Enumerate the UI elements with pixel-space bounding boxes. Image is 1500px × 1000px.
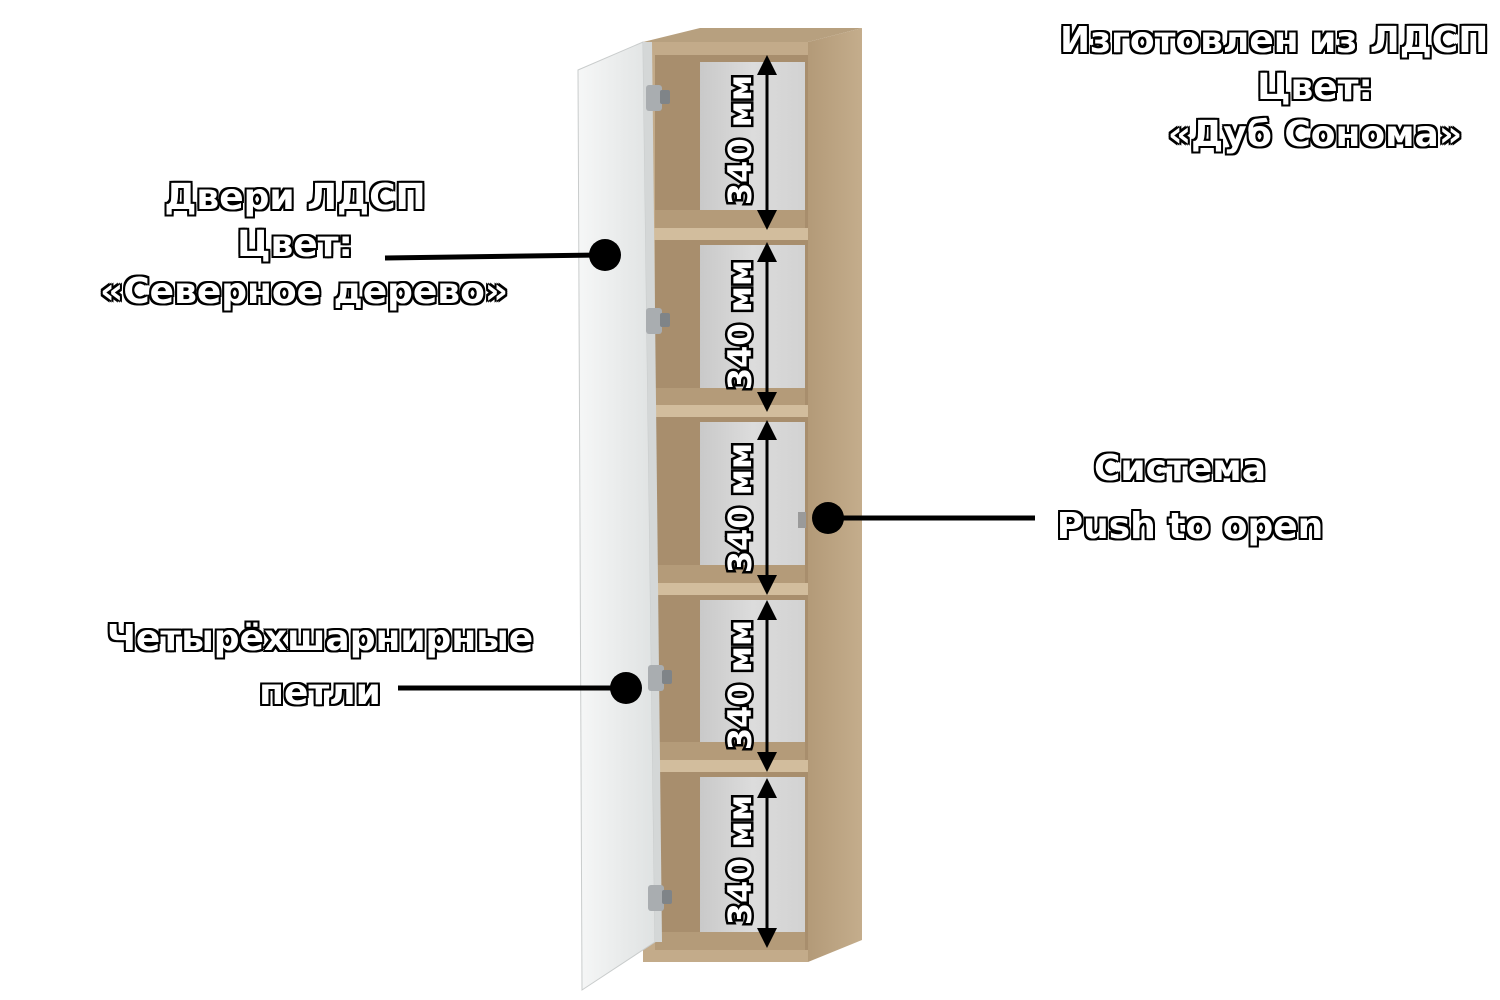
hinge-icon xyxy=(648,665,672,691)
cabinet-top xyxy=(643,28,862,42)
material-note: Изготовлен из ЛДСП Цвет: «Дуб Сонома» xyxy=(1060,18,1489,158)
doors-note: Двери ЛДСП Цвет: «Северное дерево» xyxy=(100,175,509,315)
material-note-line: Изготовлен из ЛДСП xyxy=(1060,20,1489,61)
hinges-note-line: Четырёхшарнирные xyxy=(106,618,534,659)
open-door xyxy=(577,41,656,991)
doors-note-line: «Северное дерево» xyxy=(100,270,509,312)
shelf-edge xyxy=(643,405,808,417)
shelf-height-label: 340 мм xyxy=(721,795,759,925)
shelf-height-label: 340 мм xyxy=(721,443,759,573)
push-to-open-note: Система Push to open xyxy=(1040,440,1340,555)
hinges-note-line: петли xyxy=(259,672,381,713)
arrow-down-icon xyxy=(757,575,777,595)
shelf-height-label: 340 мм xyxy=(721,75,759,205)
arrow-up-icon xyxy=(757,778,777,798)
hinge-icon xyxy=(646,308,670,334)
shelf-edge xyxy=(643,228,808,240)
arrow-down-icon xyxy=(757,752,777,772)
arrow-down-icon xyxy=(757,210,777,230)
material-note-line: «Дуб Сонома» xyxy=(1167,113,1463,155)
door-edge xyxy=(643,42,662,942)
material-note-line: Цвет: xyxy=(1257,66,1373,108)
shelf-edge xyxy=(643,583,808,595)
arrow-down-icon xyxy=(757,392,777,412)
shelf-height-label: 340 мм xyxy=(721,620,759,750)
compartment-2 xyxy=(655,240,808,405)
doors-callout-dot xyxy=(589,239,621,271)
arrow-up-icon xyxy=(757,55,777,75)
dimension-arrows xyxy=(757,55,777,948)
arrow-down-icon xyxy=(757,928,777,948)
arrow-up-icon xyxy=(757,242,777,262)
arrow-up-icon xyxy=(757,420,777,440)
compartment-3 xyxy=(655,417,808,583)
cabinet-right-side xyxy=(808,28,862,962)
hinges-callout-dot xyxy=(610,672,642,704)
doors-callout-line xyxy=(384,252,601,261)
doors-note-line: Цвет: xyxy=(237,223,353,265)
push-latch xyxy=(798,512,806,528)
hinges-note: Четырёхшарнирные петли xyxy=(100,612,540,720)
push-callout-dot xyxy=(812,502,844,534)
push-note-line: Система xyxy=(1094,448,1266,489)
shelf-edge xyxy=(643,760,808,772)
hinge-icon xyxy=(648,885,672,911)
arrow-up-icon xyxy=(757,600,777,620)
shelf-height-label: 340 мм xyxy=(721,260,759,390)
doors-note-line: Двери ЛДСП xyxy=(164,177,426,218)
hinge-icon xyxy=(646,85,670,111)
push-note-line: Push to open xyxy=(1056,505,1324,547)
